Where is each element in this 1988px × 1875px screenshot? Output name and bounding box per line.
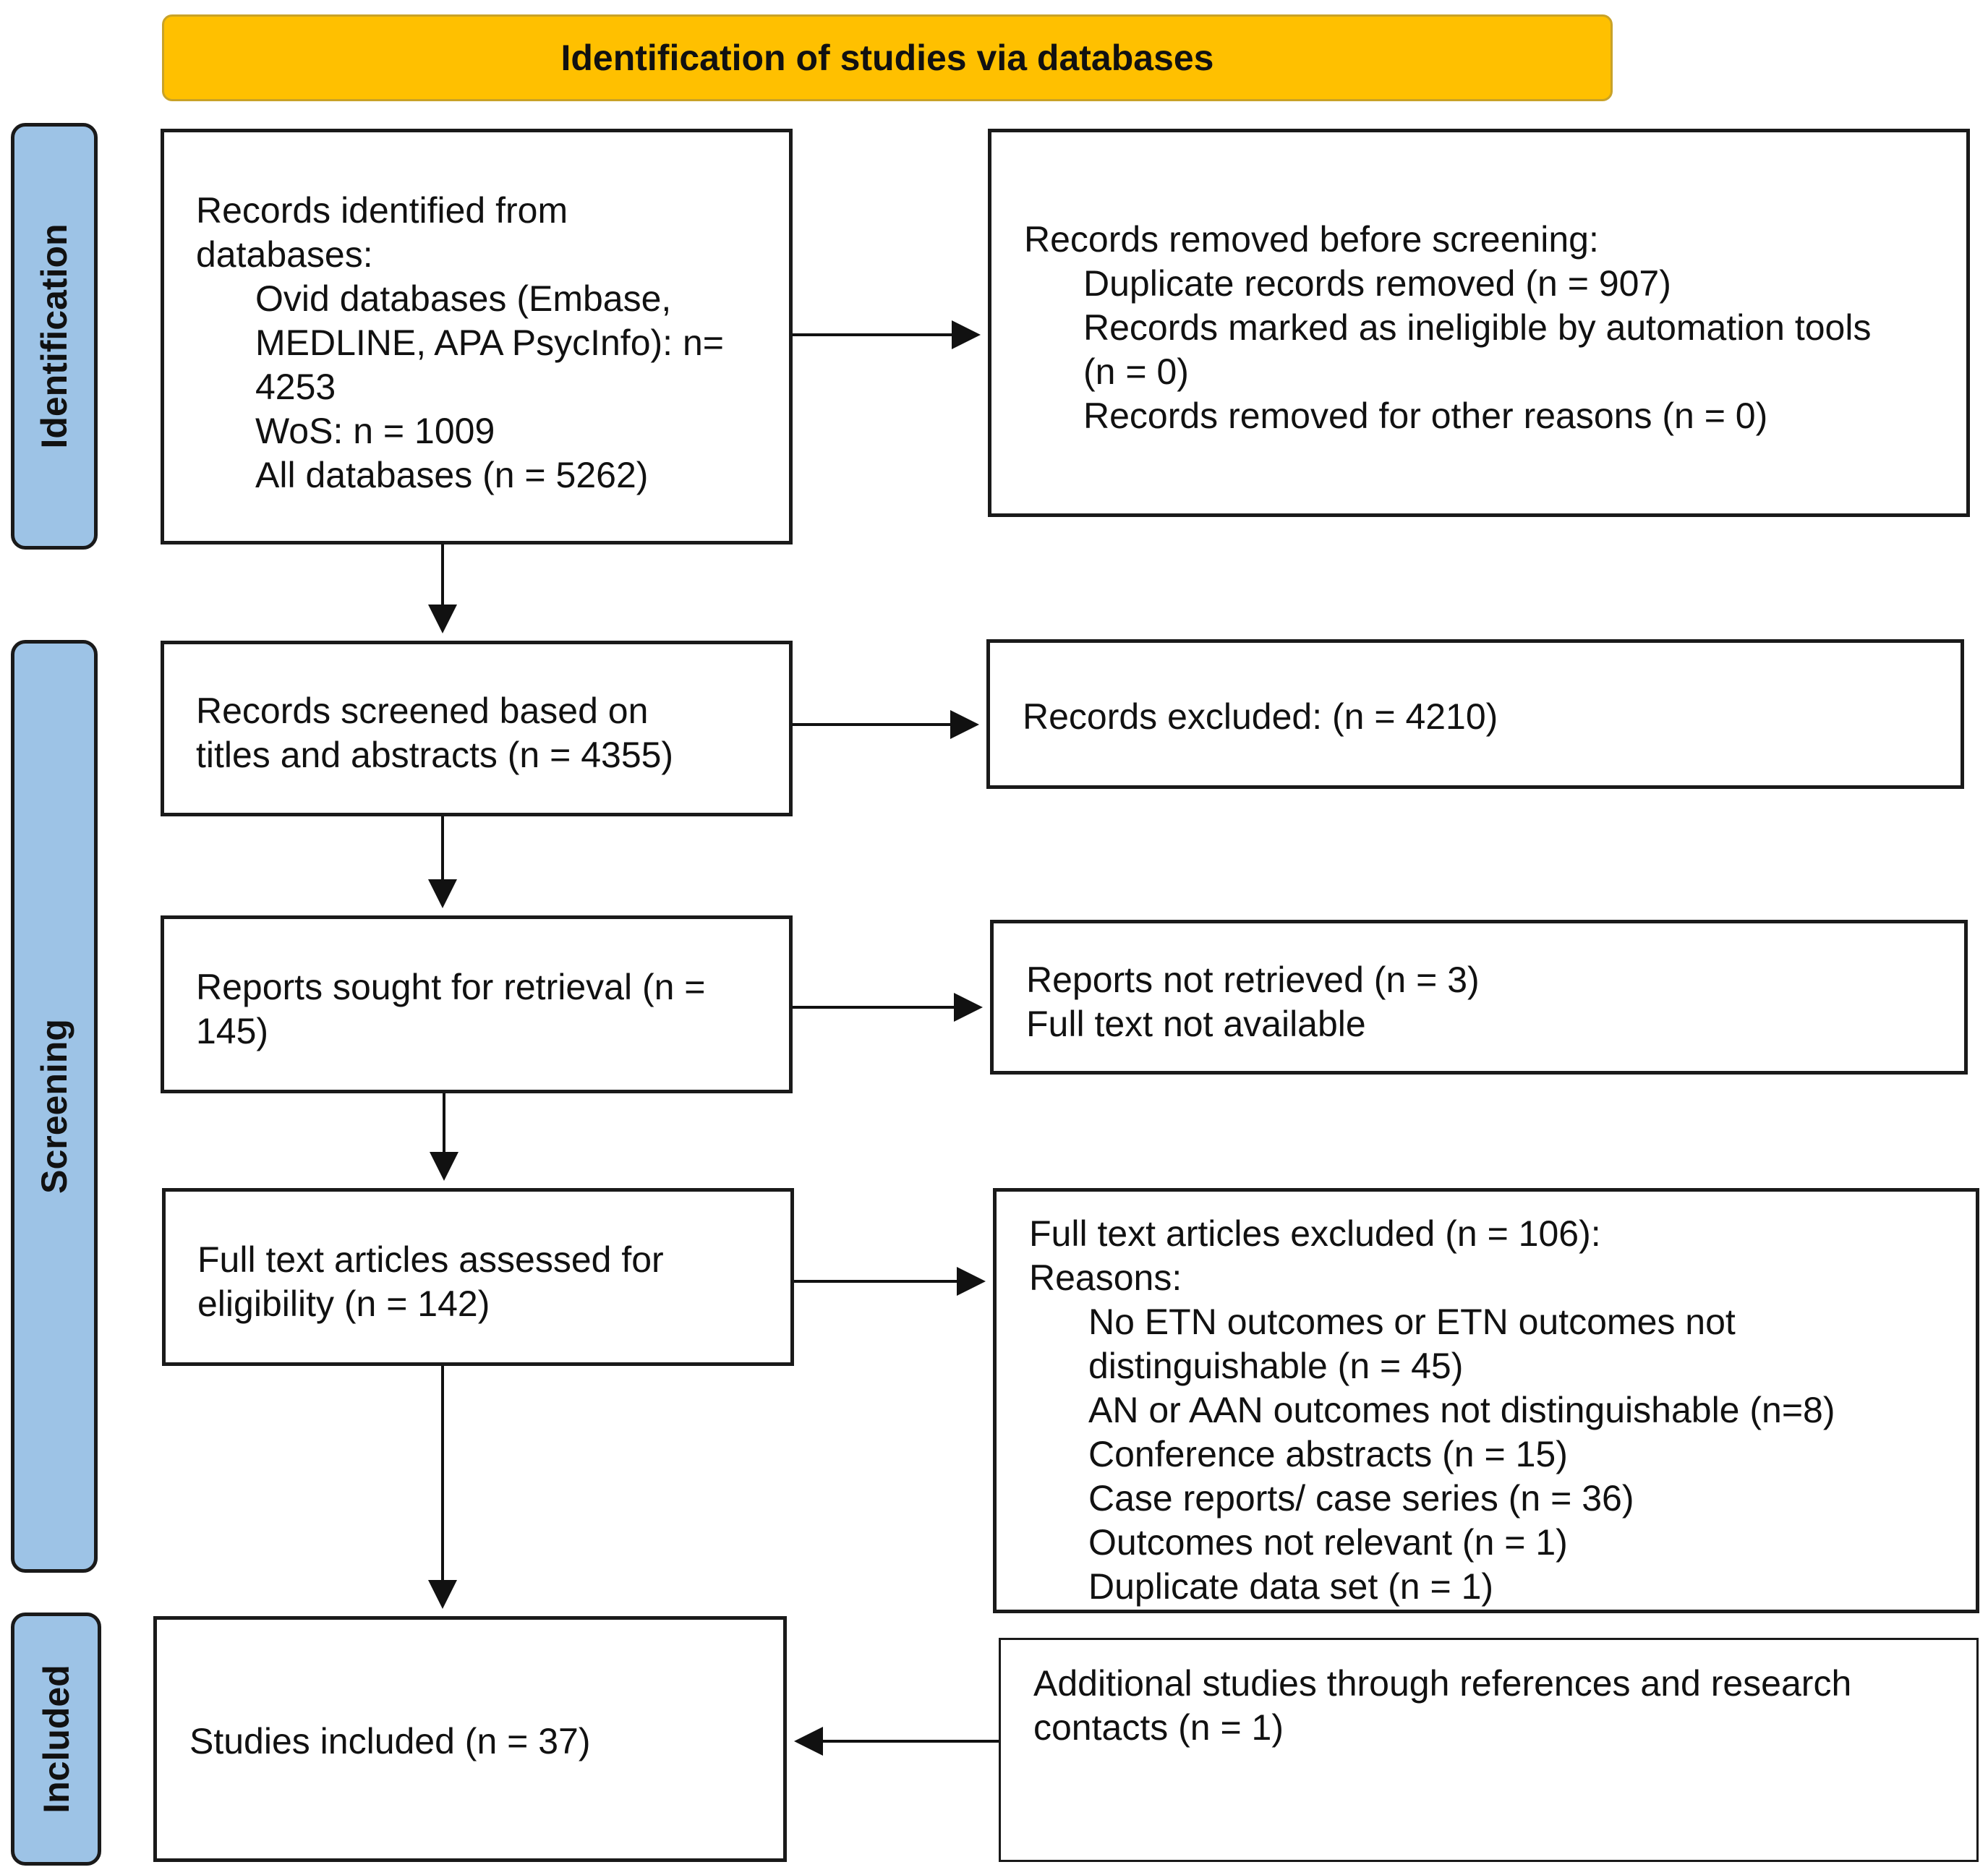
header-identification-of-studies: Identification of studies via databases xyxy=(162,14,1613,101)
box-reports-sought: Reports sought for retrieval (n = 145) xyxy=(161,915,793,1093)
phase-identification: Identification xyxy=(11,123,98,550)
not-retrieved-line-1: Reports not retrieved (n = 3) xyxy=(1026,960,1480,1000)
ft-excluded-reason-6: Outcomes not relevant (n = 1) xyxy=(1088,1522,1568,1563)
not-retrieved-line-2: Full text not available xyxy=(1026,1004,1366,1044)
removed-lead: Records removed before screening: xyxy=(1024,219,1599,260)
ft-excluded-reason-5: Case reports/ case series (n = 36) xyxy=(1088,1478,1634,1519)
assessed-line-2: eligibility (n = 142) xyxy=(197,1284,490,1324)
additional-line-1: Additional studies through references an… xyxy=(1033,1663,1852,1704)
identified-lead-line-2: databases: xyxy=(196,234,373,275)
ft-excluded-reason-2: distinguishable (n = 45) xyxy=(1088,1346,1464,1386)
additional-line-2: contacts (n = 1) xyxy=(1033,1707,1284,1748)
sought-line-2: 145) xyxy=(196,1011,269,1051)
screened-line-1: Records screened based on xyxy=(196,691,649,731)
box-records-screened: Records screened based on titles and abs… xyxy=(161,641,793,816)
box-studies-included: Studies included (n = 37) xyxy=(153,1616,787,1862)
ft-excluded-reason-1: No ETN outcomes or ETN outcomes not xyxy=(1088,1302,1736,1342)
phase-included: Included xyxy=(11,1613,101,1866)
identified-sub-line-4: WoS: n = 1009 xyxy=(255,411,495,451)
box-full-text-assessed: Full text articles assessed for eligibil… xyxy=(162,1188,794,1366)
box-reports-not-retrieved: Reports not retrieved (n = 3) Full text … xyxy=(990,920,1968,1075)
box-records-removed: Records removed before screening: Duplic… xyxy=(988,129,1970,517)
sought-line-1: Reports sought for retrieval (n = xyxy=(196,967,706,1007)
ft-excluded-reason-4: Conference abstracts (n = 15) xyxy=(1088,1434,1568,1474)
screened-line-2: titles and abstracts (n = 4355) xyxy=(196,735,674,775)
removed-sub-line-1: Duplicate records removed (n = 907) xyxy=(1083,263,1671,304)
box-records-identified: Records identified from databases: Ovid … xyxy=(161,129,793,544)
identified-lead-line-1: Records identified from xyxy=(196,190,568,231)
assessed-line-1: Full text articles assessed for xyxy=(197,1239,664,1280)
ft-excluded-reason-7: Duplicate data set (n = 1) xyxy=(1088,1566,1494,1607)
box-additional-studies: Additional studies through references an… xyxy=(999,1638,1979,1862)
included-line: Studies included (n = 37) xyxy=(189,1721,591,1761)
identified-sub-line-2: MEDLINE, APA PsycInfo): n= xyxy=(255,323,724,363)
removed-sub-line-2: Records marked as ineligible by automati… xyxy=(1083,307,1872,348)
removed-sub-line-4: Records removed for other reasons (n = 0… xyxy=(1083,396,1768,436)
ft-excluded-reason-3: AN or AAN outcomes not distinguishable (… xyxy=(1088,1390,1835,1430)
identified-sub-line-1: Ovid databases (Embase, xyxy=(255,278,672,319)
identified-sub-line-3: 4253 xyxy=(255,367,336,407)
identified-sub-line-5: All databases (n = 5262) xyxy=(255,455,649,495)
ft-excluded-lead-1: Full text articles excluded (n = 106): xyxy=(1029,1213,1601,1254)
phase-screening: Screening xyxy=(11,640,98,1573)
box-full-text-excluded: Full text articles excluded (n = 106): R… xyxy=(993,1188,1979,1613)
excluded-line: Records excluded: (n = 4210) xyxy=(1023,696,1498,737)
ft-excluded-lead-2: Reasons: xyxy=(1029,1257,1182,1298)
removed-sub-line-3: (n = 0) xyxy=(1083,351,1189,392)
box-records-excluded: Records excluded: (n = 4210) xyxy=(986,639,1964,789)
